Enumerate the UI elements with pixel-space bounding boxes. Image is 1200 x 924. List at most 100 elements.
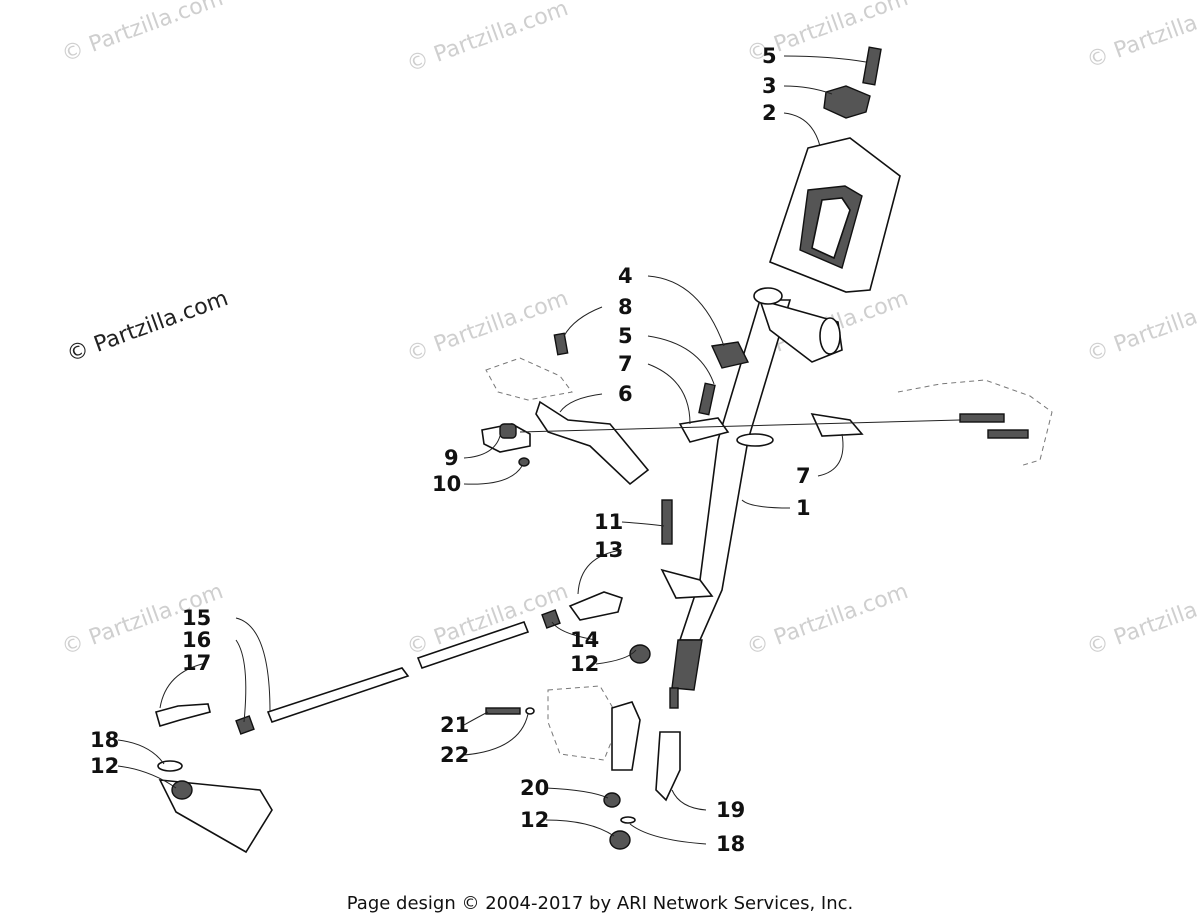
leader-15 xyxy=(235,617,271,713)
tie-rod-right xyxy=(416,620,530,670)
callout-20: 20 xyxy=(520,776,549,800)
clamp-cap xyxy=(823,85,871,119)
callout-12-upper: 12 xyxy=(570,652,599,676)
upper-screw xyxy=(553,332,569,356)
watermark: © Partzilla.com xyxy=(1084,286,1200,368)
callout-5-mid: 5 xyxy=(618,324,633,348)
stud-lower xyxy=(987,429,1029,439)
flat-washer-small xyxy=(525,707,535,715)
lower-lock-nut xyxy=(609,830,631,850)
leader-1 xyxy=(741,499,791,509)
lower-bracket-assembly xyxy=(485,685,681,850)
leader-6 xyxy=(559,393,603,413)
lower-mount-outline xyxy=(547,685,621,761)
leader-4 xyxy=(647,275,725,347)
frame-outline-left xyxy=(485,357,573,401)
upper-bracket-assembly xyxy=(481,332,1029,486)
lower-bracket-plate xyxy=(611,701,641,771)
leader-8 xyxy=(563,306,603,337)
jam-nut-right xyxy=(541,609,561,629)
leader-21 xyxy=(463,711,489,726)
leader-10 xyxy=(463,465,523,485)
leader-19 xyxy=(671,789,707,811)
watermark: © Partzilla.com xyxy=(404,286,572,368)
steering-post xyxy=(669,287,843,709)
leader-12-upper xyxy=(595,649,637,665)
callout-10: 10 xyxy=(432,472,461,496)
callout-15: 15 xyxy=(182,606,211,630)
callout-17: 17 xyxy=(182,651,211,675)
leader-18-left xyxy=(117,739,165,765)
callout-22: 22 xyxy=(440,743,469,767)
callout-5-top: 5 xyxy=(762,44,777,68)
lower-bracket-arm xyxy=(655,731,681,802)
tie-rod-end-left xyxy=(155,703,211,727)
watermark: © Partzilla.com xyxy=(1084,0,1200,74)
callout-2: 2 xyxy=(762,101,777,125)
flange-nut xyxy=(499,423,517,439)
arm-bolt xyxy=(661,499,673,545)
leader-7-left xyxy=(647,363,691,425)
lock-nut-upper xyxy=(629,644,651,664)
guide-plate-left xyxy=(678,417,730,443)
leader-9 xyxy=(463,435,501,459)
watermark: © Partzilla.com xyxy=(404,0,572,78)
leader-3 xyxy=(783,85,833,95)
callout-3: 3 xyxy=(762,74,777,98)
leader-22 xyxy=(463,713,529,756)
leader-18-lower xyxy=(629,823,707,845)
column-bushing xyxy=(671,639,703,691)
jam-nut-left xyxy=(235,715,255,735)
column-stud xyxy=(669,687,679,709)
frame-outline xyxy=(485,357,1053,467)
lower-washer xyxy=(620,816,636,824)
pad-insert xyxy=(811,197,851,260)
leader-16 xyxy=(235,639,247,723)
leader-7-right xyxy=(817,433,844,477)
clamp-screw xyxy=(862,46,882,86)
guide-plate-right xyxy=(810,412,864,437)
callout-8: 8 xyxy=(618,295,633,319)
washer-left xyxy=(157,760,183,772)
leader-14 xyxy=(551,621,597,641)
callout-6: 6 xyxy=(618,382,633,406)
clamp-bolt xyxy=(698,382,716,416)
callout-12-left: 12 xyxy=(90,754,119,778)
callout-4: 4 xyxy=(618,264,633,288)
stud-upper xyxy=(959,413,1005,423)
leader-20 xyxy=(545,787,609,799)
lock-nut-left xyxy=(171,780,193,800)
watermark: © Partzilla.com xyxy=(744,579,912,661)
watermark: © Partzilla.com xyxy=(1084,579,1200,661)
callout-labels: 5 3 2 4 8 5 7 6 9 10 7 1 11 13 15 16 17 … xyxy=(90,44,811,856)
tie-rod-left xyxy=(266,667,410,724)
alignment-line xyxy=(519,419,961,433)
mounting-screw xyxy=(485,707,521,715)
callout-18-lower: 18 xyxy=(716,832,745,856)
leader-17 xyxy=(159,662,207,709)
callout-1: 1 xyxy=(796,496,811,520)
callout-9: 9 xyxy=(444,446,459,470)
leader-5-mid xyxy=(647,335,715,385)
callout-13: 13 xyxy=(594,538,623,562)
column-collar xyxy=(736,433,774,447)
handlebar-clamp-assembly xyxy=(769,46,901,293)
callout-7-right: 7 xyxy=(796,464,811,488)
pitman-arm xyxy=(660,568,714,599)
callout-14: 14 xyxy=(570,628,599,652)
watermark: © Partzilla.com xyxy=(64,286,232,368)
callout-19: 19 xyxy=(716,798,745,822)
leader-lines xyxy=(117,55,867,845)
leader-5-top xyxy=(783,55,867,63)
lower-nut xyxy=(603,792,621,808)
callout-11: 11 xyxy=(594,510,623,534)
tie-rod-end-right xyxy=(568,591,623,621)
leader-12-lower xyxy=(545,819,615,837)
column-top xyxy=(753,287,783,305)
leader-13 xyxy=(577,549,623,595)
leader-12-left xyxy=(117,765,177,789)
frame-outline-right xyxy=(897,379,1053,467)
copyright-footer: Page design © 2004-2017 by ARI Network S… xyxy=(346,893,854,914)
steering-bracket xyxy=(535,400,650,486)
